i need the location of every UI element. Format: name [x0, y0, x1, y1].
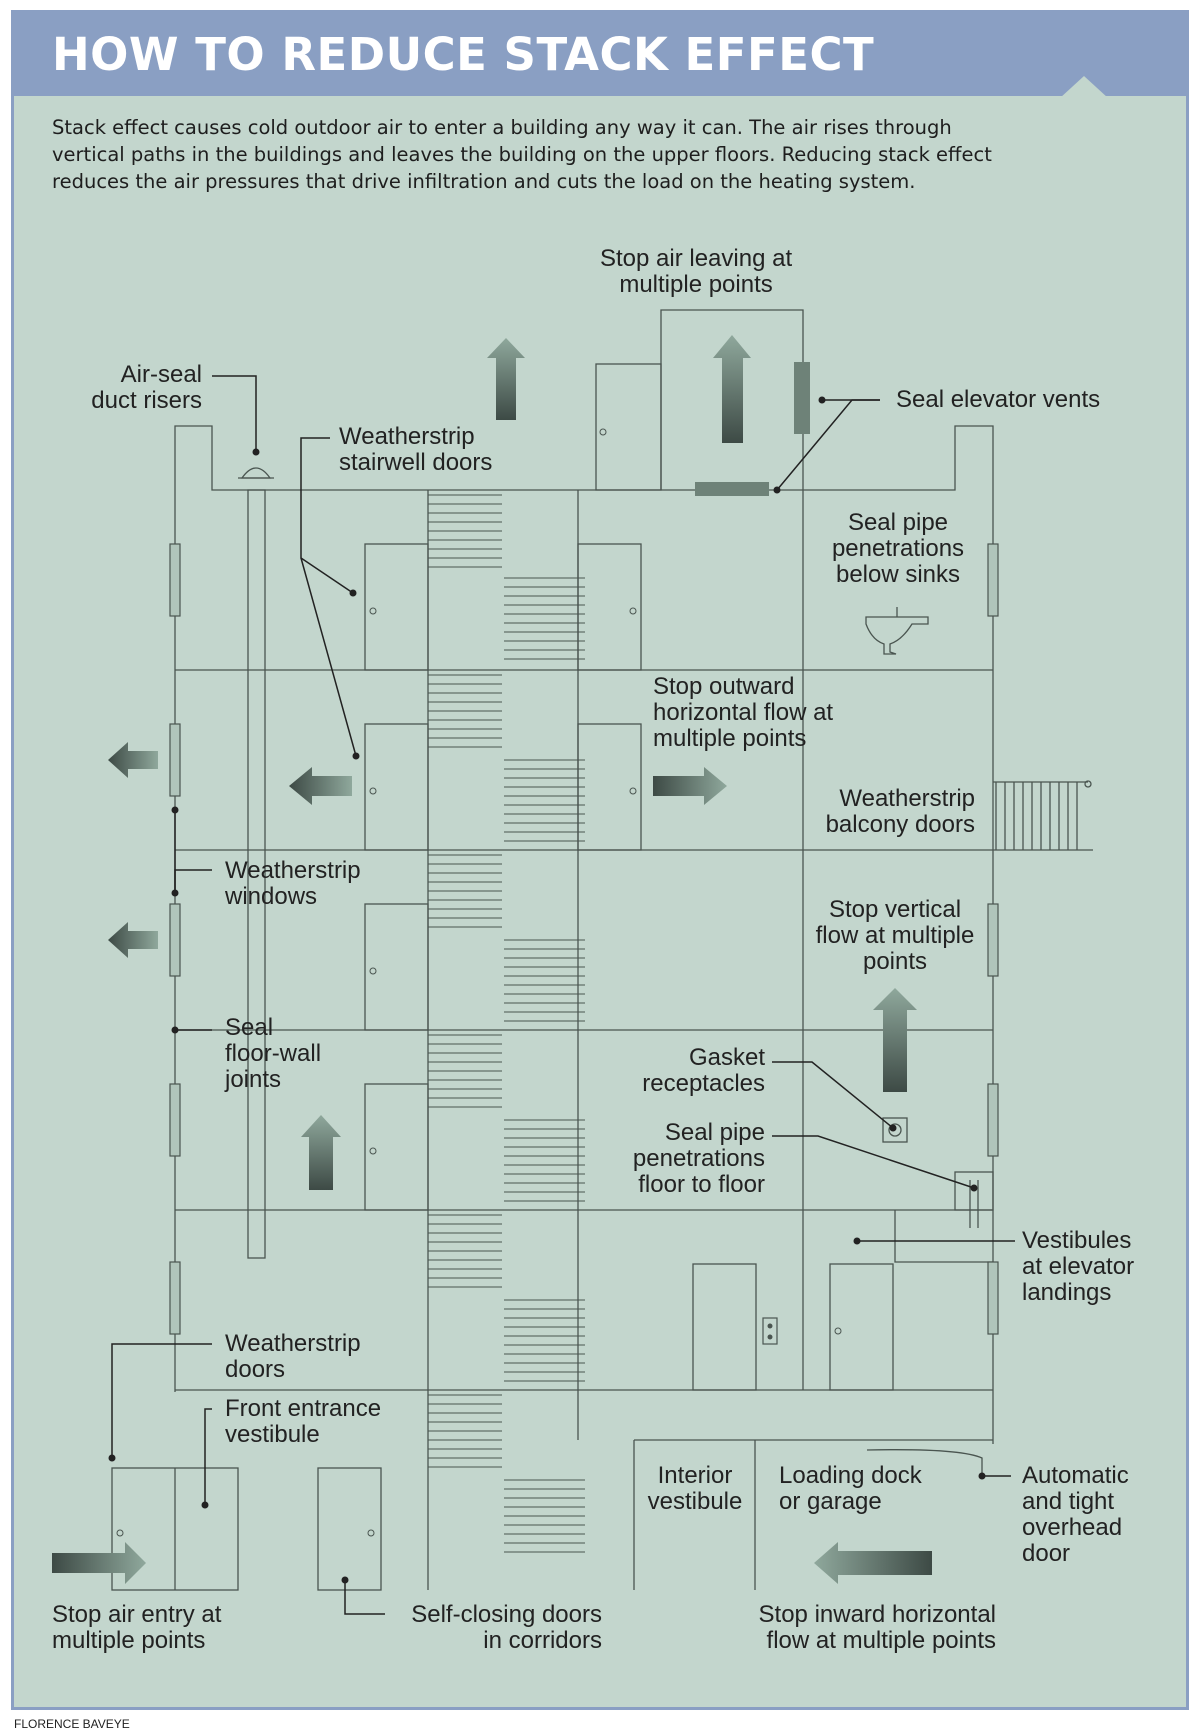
- window: [987, 903, 999, 977]
- intro-line: Stack effect causes cold outdoor air to …: [52, 116, 952, 139]
- window: [987, 543, 999, 617]
- pipe-penetration-icon: [954, 1171, 994, 1228]
- stairwell-door: [577, 543, 642, 671]
- elevator-door: [692, 1263, 757, 1391]
- window: [987, 1083, 999, 1157]
- elevator-call-panel: [762, 1317, 778, 1345]
- intro-line: vertical paths in the buildings and leav…: [52, 143, 992, 166]
- leader-dots: [108, 396, 986, 1584]
- sink-icon: [865, 607, 929, 655]
- window: [987, 1261, 999, 1335]
- window: [169, 1083, 181, 1157]
- up-arrow: [713, 335, 751, 443]
- stair-treads: [428, 494, 585, 1553]
- label-seal-elevator-vents: Seal elevator vents: [896, 386, 1101, 413]
- doors: [364, 543, 894, 1391]
- left-arrow: [289, 767, 352, 805]
- banner-notch: [1060, 76, 1108, 98]
- windows: [169, 543, 999, 1335]
- elevator-vent: [695, 482, 769, 496]
- door-knobs: [116, 428, 842, 1537]
- elevator-vent: [794, 362, 810, 434]
- intro-line: reduces the air pressures that drive inf…: [52, 170, 916, 193]
- stairwell-door: [364, 903, 429, 1031]
- duct-riser-cap: [238, 467, 274, 479]
- right-arrow: [52, 1542, 146, 1584]
- overhead-door-track: [866, 1449, 983, 1476]
- receptacle-icon: [882, 1117, 908, 1143]
- window: [169, 543, 181, 617]
- up-arrow: [487, 338, 525, 420]
- page-title: HOW TO REDUCE STACK EFFECT: [52, 28, 875, 81]
- left-arrow: [814, 1542, 932, 1584]
- title-banner: [11, 10, 1189, 96]
- illustrator-credit: FLORENCE BAVEYE: [14, 1717, 130, 1731]
- balcony-railing: [993, 780, 1092, 850]
- up-arrow: [873, 988, 917, 1092]
- stairwell-door: [364, 1083, 429, 1211]
- intro-paragraph: Stack effect causes cold outdoor air to …: [52, 114, 1072, 195]
- window: [169, 1261, 181, 1335]
- airflow-arrows: [52, 335, 932, 1584]
- vestibule-door: [829, 1263, 894, 1391]
- stairwell-door: [364, 543, 429, 671]
- left-arrow: [108, 922, 158, 958]
- stairwell-door: [577, 723, 642, 851]
- stairwell-door: [364, 723, 429, 851]
- right-arrow: [653, 767, 727, 805]
- leader-lines: [111, 375, 1015, 1615]
- left-arrow: [108, 742, 158, 778]
- window: [169, 723, 181, 797]
- up-arrow: [301, 1115, 341, 1190]
- window: [169, 903, 181, 977]
